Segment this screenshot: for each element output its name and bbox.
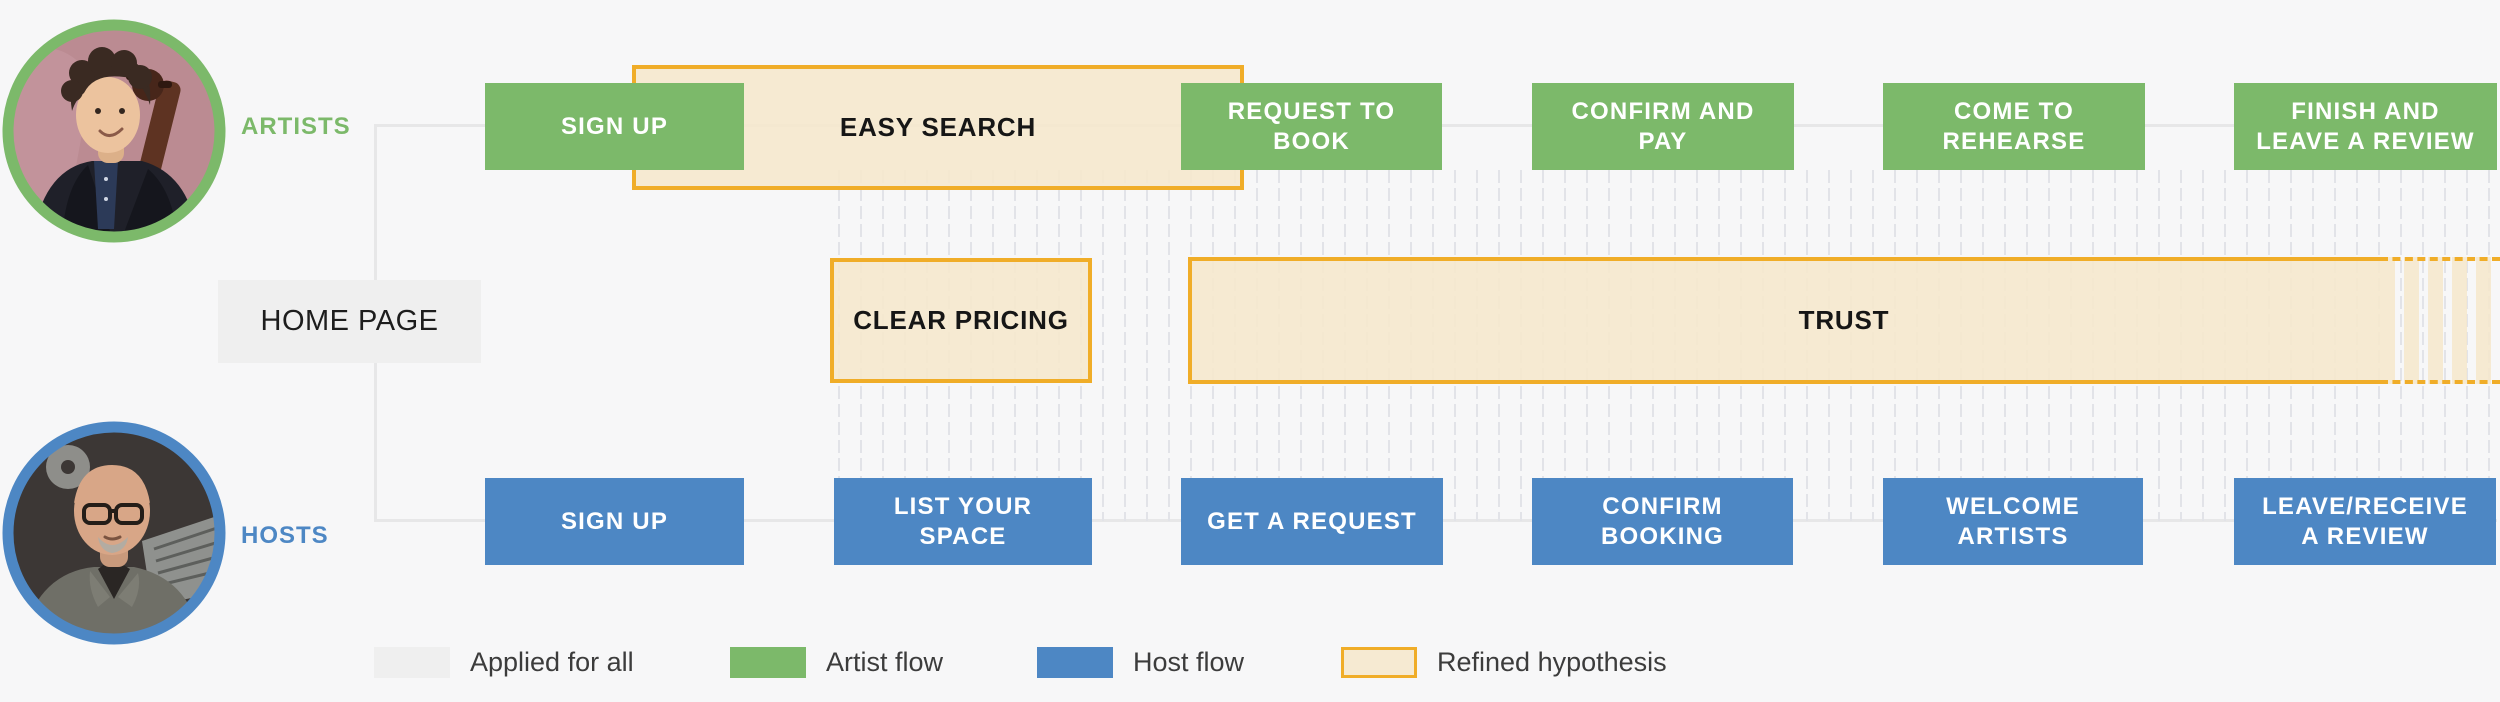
trust-label: TRUST [1798, 305, 1890, 335]
hypothesis-clear-pricing: CLEAR PRICING [830, 258, 1092, 383]
trust-box-dashed-continuation [2380, 257, 2500, 384]
applied-for-all-swatch [374, 647, 450, 678]
hypothesis-trust: TRUST [1188, 257, 2500, 384]
legend-applied-for-all: Applied for all [374, 647, 634, 678]
legend-artist-flow: Artist flow [730, 647, 943, 678]
host-step-list-your-space: LIST YOUR SPACE [834, 478, 1092, 565]
artist-step-finish-and-review: FINISH AND LEAVE A REVIEW [2234, 83, 2497, 170]
legend-label: Artist flow [826, 647, 944, 677]
legend-refined-hypothesis: Refined hypothesis [1341, 647, 1667, 678]
refined-hypothesis-swatch [1341, 647, 1417, 678]
host-step-leave-receive-review: LEAVE/RECEIVE A REVIEW [2234, 478, 2496, 565]
host-step-confirm-booking: CONFIRM BOOKING [1532, 478, 1793, 565]
host-flow-swatch [1037, 647, 1113, 678]
artist-step-come-to-rehearse: COME TO REHEARSE [1883, 83, 2145, 170]
artist-avatar [2, 19, 226, 243]
hosts-row-label: HOSTS [241, 522, 329, 549]
artists-row-label: ARTISTS [241, 113, 351, 140]
legend-host-flow: Host flow [1037, 647, 1244, 678]
legend-label: Applied for all [470, 647, 634, 677]
trust-box-solid [1188, 257, 2380, 384]
artist-step-confirm-and-pay: CONFIRM AND PAY [1532, 83, 1794, 170]
artist-flow-swatch [730, 647, 806, 678]
host-step-get-a-request: GET A REQUEST [1181, 478, 1443, 565]
artist-step-request-to-book: REQUEST TO BOOK [1181, 83, 1442, 170]
host-step-welcome-artists: WELCOME ARTISTS [1883, 478, 2143, 565]
host-avatar [2, 421, 226, 645]
legend-label: Refined hypothesis [1437, 647, 1667, 677]
artist-step-sign-up: SIGN UP [485, 83, 744, 170]
host-step-sign-up: SIGN UP [485, 478, 744, 565]
legend-label: Host flow [1133, 647, 1245, 677]
step-home-page: HOME PAGE [218, 280, 481, 363]
